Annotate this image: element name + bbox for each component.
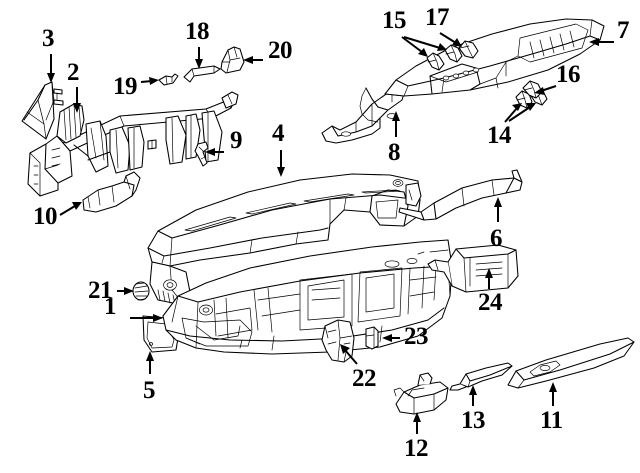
callout-label-20: 20: [268, 37, 293, 64]
callout-label-21: 21: [88, 277, 113, 304]
callout-label-11: 11: [540, 407, 563, 434]
callout-arrows: [47, 32, 614, 434]
part-6-assist-handle: [398, 169, 523, 221]
part-13-trim-strip: [449, 362, 513, 391]
part-10-duct-bracket: [82, 171, 141, 213]
part-8-lower-trim-panel: [321, 83, 407, 144]
part-18-retainer-strip: [183, 65, 221, 83]
callout-label-6: 6: [490, 225, 503, 252]
callout-label-24: 24: [478, 289, 503, 316]
callout-label-19: 19: [113, 73, 138, 100]
part-21-grommet-plug: [132, 281, 150, 301]
part-12-latch-housing: [393, 372, 449, 415]
bolt-15-b: [444, 44, 463, 63]
part-19-clip: [158, 73, 179, 86]
part-4-left-end-cap: [149, 261, 191, 305]
part-9-screw: [194, 141, 209, 167]
callout-label-3: 3: [42, 25, 55, 52]
part-23-small-clip: [365, 326, 379, 350]
callout-label-10: 10: [33, 203, 58, 230]
callout-label-16: 16: [556, 61, 581, 88]
callout-label-18: 18: [185, 18, 210, 45]
callout-label-23: 23: [404, 323, 429, 350]
callout-label-5: 5: [143, 377, 156, 404]
callout-label-1: 1: [104, 293, 117, 320]
part-3-side-bracket-left: [21, 81, 64, 140]
bolt-16: [522, 80, 543, 99]
callout-label-22: 22: [352, 365, 377, 392]
part-11-glove-box-door: [507, 337, 635, 389]
callout-label-15: 15: [382, 7, 407, 34]
callout-label-12: 12: [404, 435, 429, 462]
callout-label-7: 7: [617, 17, 630, 44]
callout-label-4: 4: [272, 120, 285, 147]
part-2-reinforcement-beam: [27, 91, 239, 197]
bolt-15-a: [426, 52, 445, 71]
callout-label-13: 13: [461, 407, 486, 434]
part-1-instrument-panel-carrier: [162, 239, 453, 355]
part-20-corner-bracket: [220, 46, 245, 74]
callout-label-8: 8: [388, 139, 401, 166]
callout-label-9: 9: [230, 127, 243, 154]
part-7-airbag-door: [384, 18, 605, 97]
callout-label-17: 17: [425, 4, 450, 31]
part-24-storage-compartment: [427, 244, 519, 293]
callout-label-2: 2: [67, 59, 80, 86]
callout-label-14: 14: [487, 122, 512, 149]
bolt-17: [458, 40, 479, 59]
